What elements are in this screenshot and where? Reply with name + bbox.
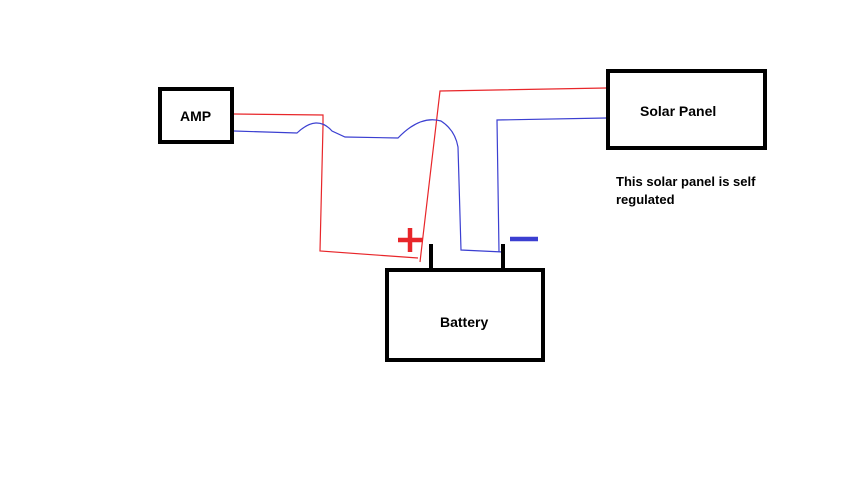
battery-label: Battery	[440, 314, 489, 330]
solar-negative-wire	[496, 117, 607, 253]
amp-negative-wire	[233, 119, 504, 253]
amp-positive-wire	[233, 113, 419, 259]
plus-sign-icon	[398, 228, 423, 252]
solar-positive-wire	[419, 87, 607, 263]
amp-box: AMP	[158, 87, 234, 144]
amp-label: AMP	[180, 108, 212, 124]
solar-panel-label: Solar Panel	[640, 103, 717, 119]
solar-panel-box: Solar Panel	[606, 69, 767, 150]
battery-box: Battery	[385, 268, 545, 362]
solar-panel-note: This solar panel is self regulated	[616, 174, 756, 207]
